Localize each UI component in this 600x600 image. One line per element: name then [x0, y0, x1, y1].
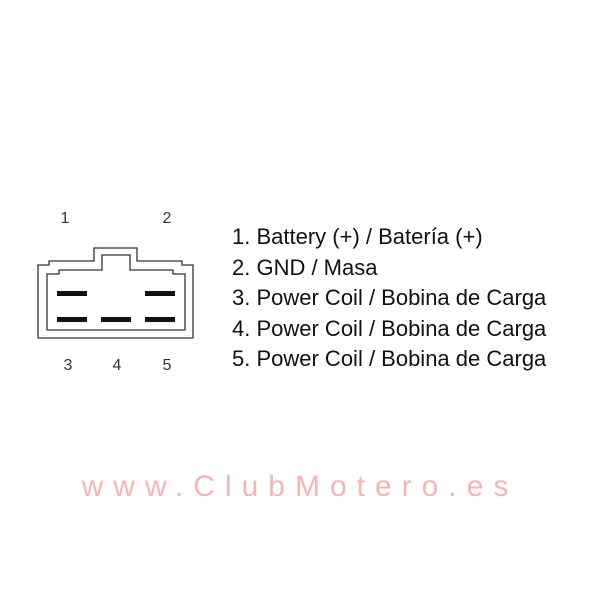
watermark: www.ClubMotero.es [81, 470, 519, 503]
pin-1-terminal [57, 291, 87, 296]
connector-outer-outline [37, 247, 194, 339]
pin-3-terminal [57, 317, 87, 322]
pin-2-terminal [145, 291, 175, 296]
pin-label-1: 1 [60, 210, 70, 227]
legend-item-4: 4. Power Coil / Bobina de Carga [232, 315, 547, 341]
legend-item-5: 5. Power Coil / Bobina de Carga [232, 346, 547, 371]
legend-item-2: 2. GND / Masa [232, 254, 378, 280]
pin-label-2: 2 [162, 210, 172, 227]
connector-inner-outline [46, 254, 186, 331]
pin-4-terminal [101, 317, 131, 322]
pin-5-terminal [145, 317, 175, 322]
pin-label-5: 5 [162, 357, 172, 374]
legend-item-1: 1. Battery (+) / Batería (+) [232, 224, 483, 249]
pin-label-3: 3 [63, 357, 73, 374]
pin-label-4: 4 [112, 357, 122, 374]
pin-legend: 1. Battery (+) / Batería (+) 2. GND / Ma… [232, 222, 546, 375]
legend-item-3: 3. Power Coil / Bobina de Carga [232, 285, 547, 310]
